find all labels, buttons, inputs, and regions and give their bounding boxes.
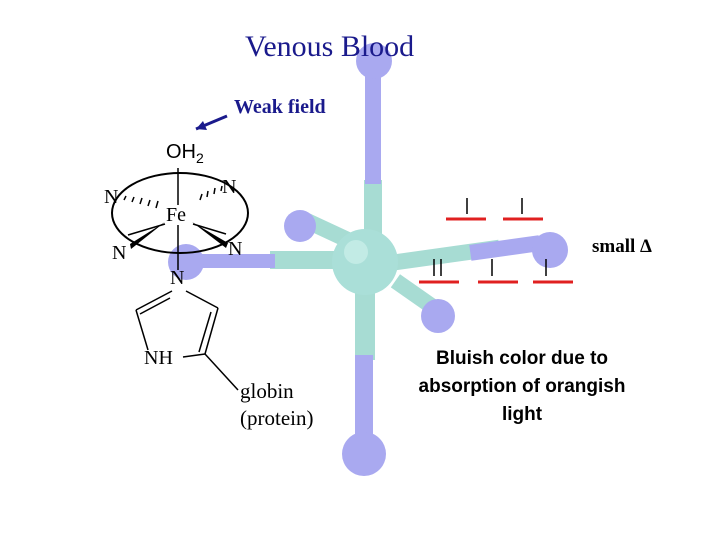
oh2-label: OH2 [166,141,204,166]
metal-highlight [344,240,368,264]
bond-to-globin [204,353,239,391]
imid-bond-1 [135,290,173,311]
bond-lower-left-extra [127,223,166,236]
heme-structure [111,168,249,391]
imid-bond-4 [204,307,219,355]
n-imidazole-label: N [170,267,185,289]
bond-bottom-lower [355,355,373,450]
wedge-lower-left [130,222,165,249]
bond-left-outer [200,254,275,268]
wedge-lower-right [192,222,228,248]
ligand-top [356,43,392,79]
n-upper-left-label: N [104,186,119,208]
imid-bond-2 [135,309,149,351]
ligand-right [532,232,568,268]
oh2-subscript: 2 [196,150,204,166]
ligand-back-left [284,210,316,242]
small-delta-label: small Δ [592,236,652,257]
fe-label: Fe [166,204,186,226]
arrow-icon [195,114,228,131]
n-lower-right-label: N [228,238,243,260]
nh-label: NH [144,347,173,369]
globin-line-1: globin [240,379,294,403]
imid-bond-1-double [139,297,171,315]
imid-bond-4-double [198,311,212,353]
bond-back-right-outer [469,235,541,261]
oh2-o: OH [166,141,196,163]
metal-center [332,229,398,295]
imid-bond-5 [182,353,206,358]
n-upper-right-label: N [222,176,237,198]
imid-bond-3 [185,290,219,309]
bond-lower-right-extra [192,223,227,235]
energy-levels [419,198,573,284]
hashed-wedge-left [123,195,159,209]
bond-bottom-upper [355,290,375,360]
octahedral-model [168,43,568,476]
bond-top-upper [365,74,381,184]
n-lower-left-label: N [112,242,127,264]
page-title: Venous Blood [245,30,415,63]
ligand-front-right [421,299,455,333]
weak-field-label: Weak field [234,96,326,118]
globin-line-2: (protein) [240,406,314,430]
explanation-text: Bluish color due to absorption of orangi… [418,348,626,425]
ligand-bottom [342,432,386,476]
globin-label: globin (protein) [240,378,350,432]
hashed-wedge-right [199,185,223,201]
porphyrin-ring [111,172,249,254]
